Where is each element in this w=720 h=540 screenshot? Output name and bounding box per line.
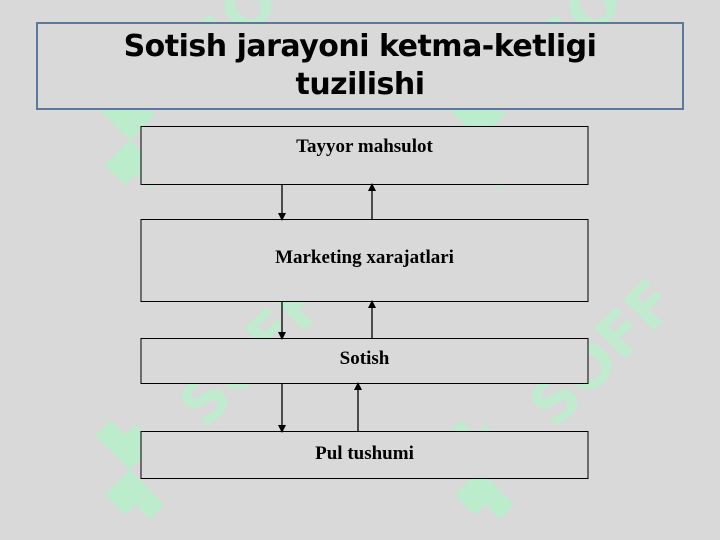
flow-step-cash-receipts: Pul tushumi xyxy=(140,431,589,479)
slide-title: Sotish jarayoni ketma-ketligi tuzilishi xyxy=(124,28,597,104)
flow-step-marketing-costs: Marketing xarajatlari xyxy=(140,219,589,302)
flow-step-finished-product: Tayyor mahsulot xyxy=(140,126,589,185)
flow-step-label: Marketing xarajatlari xyxy=(275,247,454,268)
title-box: Sotish jarayoni ketma-ketligi tuzilishi xyxy=(36,22,684,110)
flow-step-sales: Sotish xyxy=(140,338,589,384)
flow-step-label: Tayyor mahsulot xyxy=(296,136,433,157)
slide-title-line-2: tuzilishi xyxy=(295,67,425,102)
slide-title-line-1: Sotish jarayoni ketma-ketligi xyxy=(123,29,597,64)
flow-step-label: Sotish xyxy=(339,348,390,369)
flow-step-label: Pul tushumi xyxy=(315,443,414,464)
